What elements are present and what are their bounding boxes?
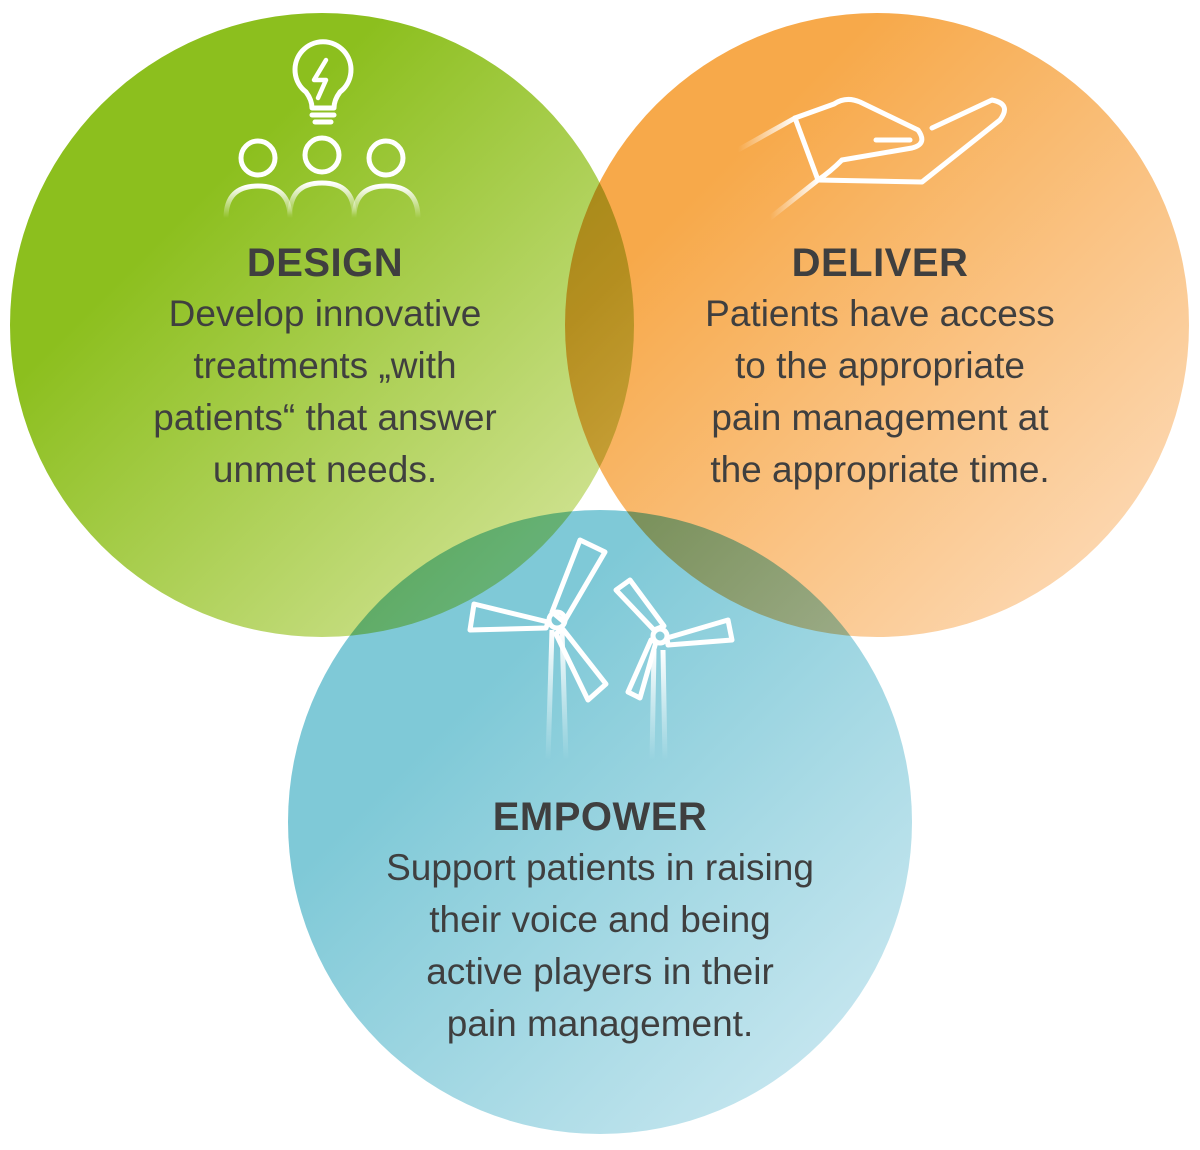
open-hand-icon (735, 96, 1007, 221)
design-line: patients“ that answer (153, 397, 497, 438)
empower-line: pain management. (446, 1003, 754, 1044)
wind-turbines-icon (467, 537, 735, 761)
design-title: DESIGN (246, 241, 404, 285)
deliver-line: pain management at (711, 397, 1049, 438)
deliver-circle (565, 13, 1189, 637)
deliver-line: to the appropriate (734, 345, 1026, 386)
design-description: Develop innovative treatments „with pati… (60, 288, 590, 496)
empower-description: Support patients in raising their voice … (335, 842, 865, 1050)
empower-line: Support patients in raising (386, 847, 814, 888)
empower-line: active players in their (426, 951, 774, 992)
empower-circle (288, 510, 912, 1134)
design-line: unmet needs. (212, 449, 438, 490)
deliver-line: Patients have access (705, 293, 1055, 334)
deliver-section: DELIVER Patients have access to the appr… (615, 238, 1145, 496)
deliver-description: Patients have access to the appropriate … (615, 288, 1145, 496)
design-circle (10, 13, 634, 637)
design-section: DESIGN Develop innovative treatments „wi… (60, 238, 590, 496)
empower-section: EMPOWER Support patients in raising thei… (335, 792, 865, 1050)
design-line: Develop innovative (168, 293, 482, 334)
empower-line: their voice and being (429, 899, 771, 940)
design-line: treatments „with (193, 345, 457, 386)
deliver-title: DELIVER (791, 241, 969, 285)
lightbulb-people-icon (223, 39, 421, 221)
empower-title: EMPOWER (492, 795, 708, 839)
deliver-line: the appropriate time. (710, 449, 1050, 490)
